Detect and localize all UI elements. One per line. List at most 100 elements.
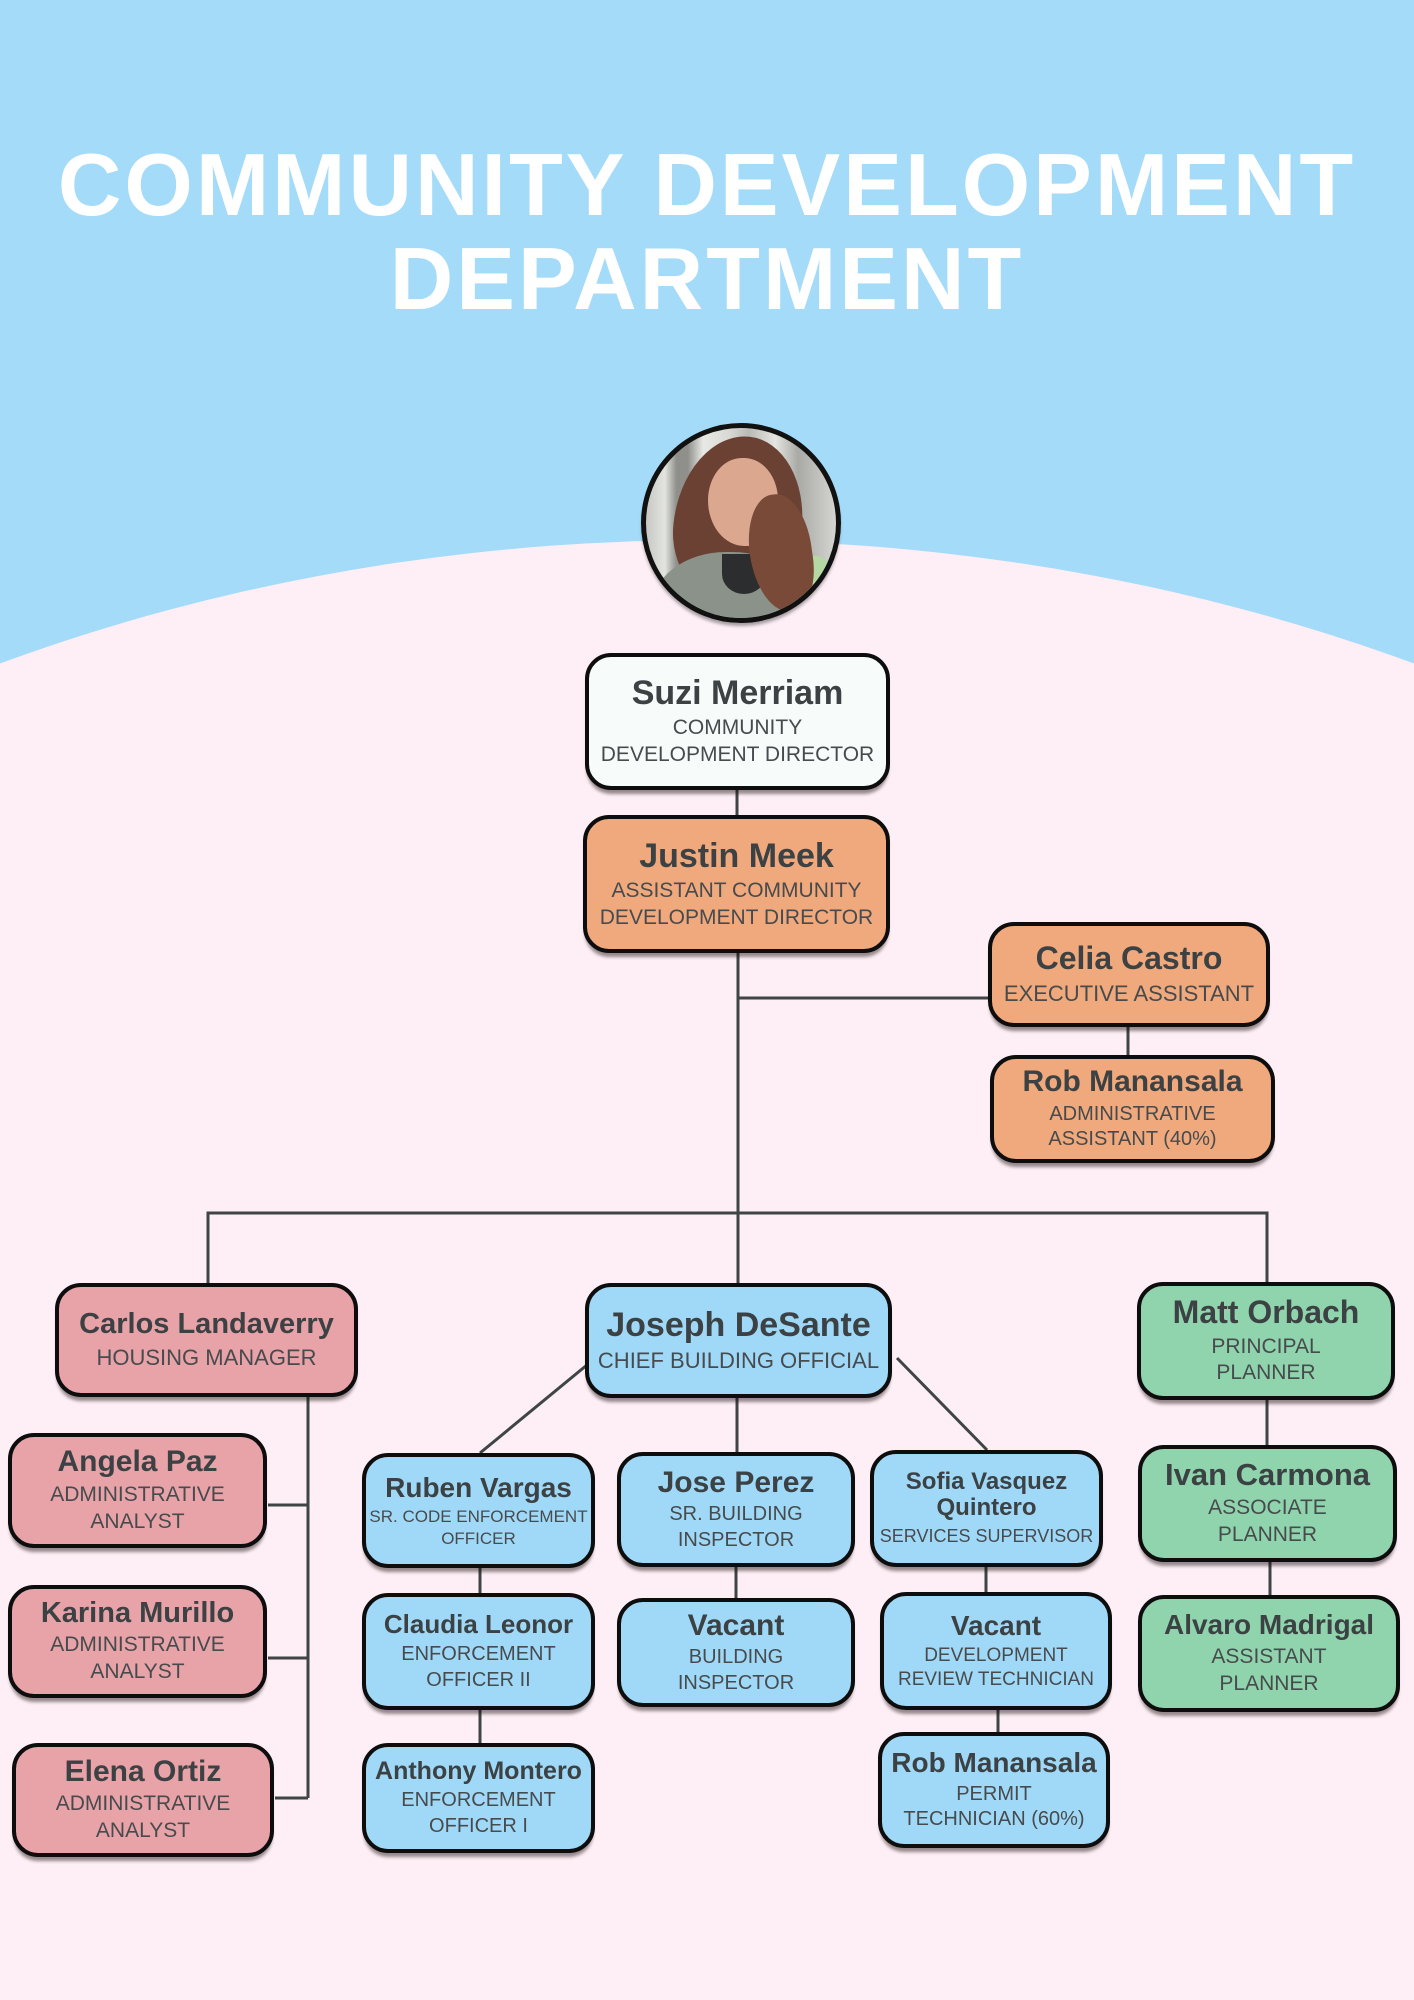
person-role: ADMINISTRATIVE ASSISTANT (40%) <box>1048 1102 1216 1153</box>
person-role: COMMUNITY DEVELOPMENT DIRECTOR <box>601 715 874 769</box>
person-name: Claudia Leonor <box>383 1608 574 1639</box>
org-box-alvaro-madrigal: Alvaro Madrigal ASSISTANT PLANNER <box>1138 1595 1400 1712</box>
role-line: PLANNER <box>1219 1671 1319 1695</box>
person-name: Justin Meek <box>639 836 834 875</box>
role-line: ADMINISTRATIVE <box>50 1633 225 1657</box>
person-name: Anthony Montero <box>375 1756 582 1785</box>
person-name: Karina Murillo <box>40 1596 235 1629</box>
role-line: ANALYST <box>95 1819 191 1843</box>
person-name: Carlos Landaverry <box>79 1308 334 1341</box>
person-name: Ivan Carmona <box>1164 1456 1370 1492</box>
role-line: TECHNICIAN (60%) <box>903 1808 1085 1831</box>
org-box-celia-castro: Celia Castro EXECUTIVE ASSISTANT <box>988 922 1270 1027</box>
connector-distribution <box>206 1211 1269 1283</box>
org-box-angela-paz: Angela Paz ADMINISTRATIVE ANALYST <box>8 1433 267 1548</box>
role-line: PLANNER <box>1217 1523 1318 1547</box>
person-name: Matt Orbach <box>1172 1293 1360 1330</box>
person-name: Angela Paz <box>57 1445 218 1479</box>
person-role: DEVELOPMENT REVIEW TECHNICIAN <box>898 1644 1094 1693</box>
role-line: PERMIT <box>956 1782 1032 1805</box>
role-line: BUILDING <box>688 1646 784 1669</box>
role-line: SERVICES SUPERVISOR <box>879 1526 1094 1547</box>
role-line: OFFICER <box>441 1528 516 1548</box>
person-role: ADMINISTRATIVE ANALYST <box>50 1632 225 1686</box>
role-line: ANALYST <box>90 1509 185 1533</box>
person-name: Vacant <box>950 1609 1042 1641</box>
person-name: Celia Castro <box>1035 940 1223 976</box>
role-line: OFFICER I <box>429 1814 528 1837</box>
person-role: EXECUTIVE ASSISTANT <box>1004 980 1254 1008</box>
org-box-anthony-montero: Anthony Montero ENFORCEMENT OFFICER I <box>362 1743 595 1853</box>
director-photo-avatar <box>641 423 841 623</box>
person-name: Rob Manansala <box>891 1747 1097 1779</box>
org-box-ruben-vargas: Ruben Vargas SR. CODE ENFORCEMENT OFFICE… <box>362 1453 595 1568</box>
org-box-jose-perez: Jose Perez SR. BUILDING INSPECTOR <box>617 1452 855 1567</box>
org-box-sofia-vasquez-quintero: Sofia Vasquez Quintero SERVICES SUPERVIS… <box>870 1450 1103 1567</box>
role-line: CHIEF BUILDING OFFICIAL <box>597 1347 880 1373</box>
role-line: COMMUNITY <box>672 716 803 740</box>
role-line: SR. CODE ENFORCEMENT <box>369 1506 588 1526</box>
person-role: SERVICES SUPERVISOR <box>880 1525 1093 1548</box>
role-line: HOUSING MANAGER <box>96 1344 317 1370</box>
role-line: PRINCIPAL <box>1211 1334 1321 1358</box>
role-line: PLANNER <box>1216 1361 1316 1385</box>
person-role: SR. CODE ENFORCEMENT OFFICER <box>369 1506 587 1550</box>
role-line: SR. BUILDING <box>669 1503 803 1526</box>
org-box-elena-ortiz: Elena Ortiz ADMINISTRATIVE ANALYST <box>12 1743 274 1857</box>
role-line: DEVELOPMENT DIRECTOR <box>599 905 874 929</box>
org-box-rob-manansala-admin: Rob Manansala ADMINISTRATIVE ASSISTANT (… <box>990 1055 1275 1163</box>
org-box-carlos-landaverry: Carlos Landaverry HOUSING MANAGER <box>55 1283 358 1397</box>
role-line: ADMINISTRATIVE <box>50 1482 225 1506</box>
person-name: Sofia Vasquez Quintero <box>906 1468 1067 1523</box>
person-name: Elena Ortiz <box>64 1754 222 1788</box>
org-box-vacant-building-inspector: Vacant BUILDING INSPECTOR <box>617 1598 855 1707</box>
role-line: ASSISTANT COMMUNITY <box>611 878 862 902</box>
person-name: Rob Manansala <box>1022 1065 1243 1099</box>
role-line: INSPECTOR <box>677 1528 795 1551</box>
role-line: ADMINISTRATIVE <box>55 1792 231 1816</box>
person-role: ASSISTANT PLANNER <box>1211 1644 1326 1698</box>
role-line: ENFORCEMENT <box>401 1788 556 1811</box>
org-box-karina-murillo: Karina Murillo ADMINISTRATIVE ANALYST <box>8 1585 267 1698</box>
person-role: ENFORCEMENT OFFICER I <box>401 1788 555 1839</box>
org-box-rob-manansala-permit: Rob Manansala PERMIT TECHNICIAN (60%) <box>878 1732 1110 1848</box>
person-role: ADMINISTRATIVE ANALYST <box>56 1791 231 1845</box>
role-line: ASSISTANT (40%) <box>1048 1128 1217 1151</box>
person-name: Joseph DeSante <box>606 1305 871 1344</box>
person-role: ENFORCEMENT OFFICER II <box>401 1642 555 1693</box>
role-line: EXECUTIVE ASSISTANT <box>1003 980 1255 1006</box>
org-box-claudia-leonor: Claudia Leonor ENFORCEMENT OFFICER II <box>362 1593 595 1710</box>
org-box-vacant-development-review: Vacant DEVELOPMENT REVIEW TECHNICIAN <box>880 1592 1112 1710</box>
person-role: CHIEF BUILDING OFFICIAL <box>598 1347 879 1375</box>
role-line: INSPECTOR <box>677 1671 795 1694</box>
role-line: ANALYST <box>90 1660 185 1684</box>
person-name: Suzi Merriam <box>631 674 844 713</box>
connector-joseph-sofia <box>895 1356 989 1452</box>
person-name: Vacant <box>687 1608 785 1642</box>
name-line: Quintero <box>936 1494 1037 1522</box>
person-role: ASSOCIATE PLANNER <box>1208 1495 1327 1549</box>
role-line: ASSOCIATE <box>1208 1496 1327 1520</box>
connector-joseph-ruben <box>479 1358 594 1455</box>
role-line: OFFICER II <box>426 1668 531 1691</box>
role-line: DEVELOPMENT DIRECTOR <box>600 743 875 767</box>
person-role: ADMINISTRATIVE ANALYST <box>50 1482 225 1536</box>
page-title: COMMUNITY DEVELOPMENT DEPARTMENT <box>0 138 1414 326</box>
role-line: ASSISTANT <box>1211 1644 1327 1668</box>
page-title-line2: DEPARTMENT <box>389 229 1025 328</box>
role-line: ADMINISTRATIVE <box>1049 1102 1216 1125</box>
person-name: Jose Perez <box>657 1465 815 1499</box>
person-role: PRINCIPAL PLANNER <box>1211 1334 1320 1388</box>
person-role: PERMIT TECHNICIAN (60%) <box>903 1782 1084 1833</box>
page-title-line1: COMMUNITY DEVELOPMENT <box>57 135 1357 234</box>
person-name: Ruben Vargas <box>385 1471 572 1503</box>
role-line: ENFORCEMENT <box>401 1642 556 1665</box>
person-name: Alvaro Madrigal <box>1163 1609 1375 1641</box>
person-role: BUILDING INSPECTOR <box>678 1645 794 1696</box>
org-box-ivan-carmona: Ivan Carmona ASSOCIATE PLANNER <box>1138 1445 1397 1562</box>
person-role: ASSISTANT COMMUNITY DEVELOPMENT DIRECTOR <box>600 878 873 932</box>
role-line: DEVELOPMENT <box>924 1644 1068 1666</box>
role-line: REVIEW TECHNICIAN <box>897 1669 1094 1691</box>
